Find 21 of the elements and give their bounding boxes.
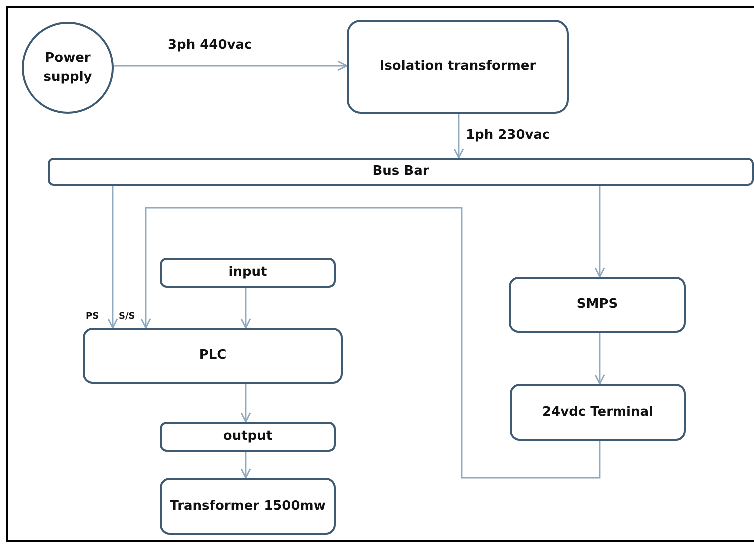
- arrow: [594, 333, 606, 385]
- edge-label: 3ph 440vac: [168, 38, 252, 54]
- arrow: [108, 186, 118, 329]
- arrow: [240, 288, 252, 329]
- edge-label: S/S: [119, 312, 136, 323]
- process-box: input: [160, 258, 336, 288]
- bus-bar: Bus Bar: [48, 158, 754, 186]
- arrow: [140, 207, 601, 479]
- arrow: [114, 60, 348, 72]
- arrow: [240, 452, 252, 479]
- process-box: Transformer 1500mw: [160, 478, 336, 535]
- power-source-circle: Power supply: [22, 22, 114, 114]
- edge-label: 1ph 230vac: [466, 128, 550, 144]
- process-box: SMPS: [509, 277, 686, 333]
- arrow: [240, 384, 252, 423]
- arrow: [594, 186, 606, 278]
- process-box: output: [160, 422, 336, 452]
- process-box: Isolation transformer: [347, 20, 569, 114]
- process-box: 24vdc Terminal: [510, 384, 686, 441]
- process-box: PLC: [83, 328, 343, 384]
- arrow: [454, 114, 464, 159]
